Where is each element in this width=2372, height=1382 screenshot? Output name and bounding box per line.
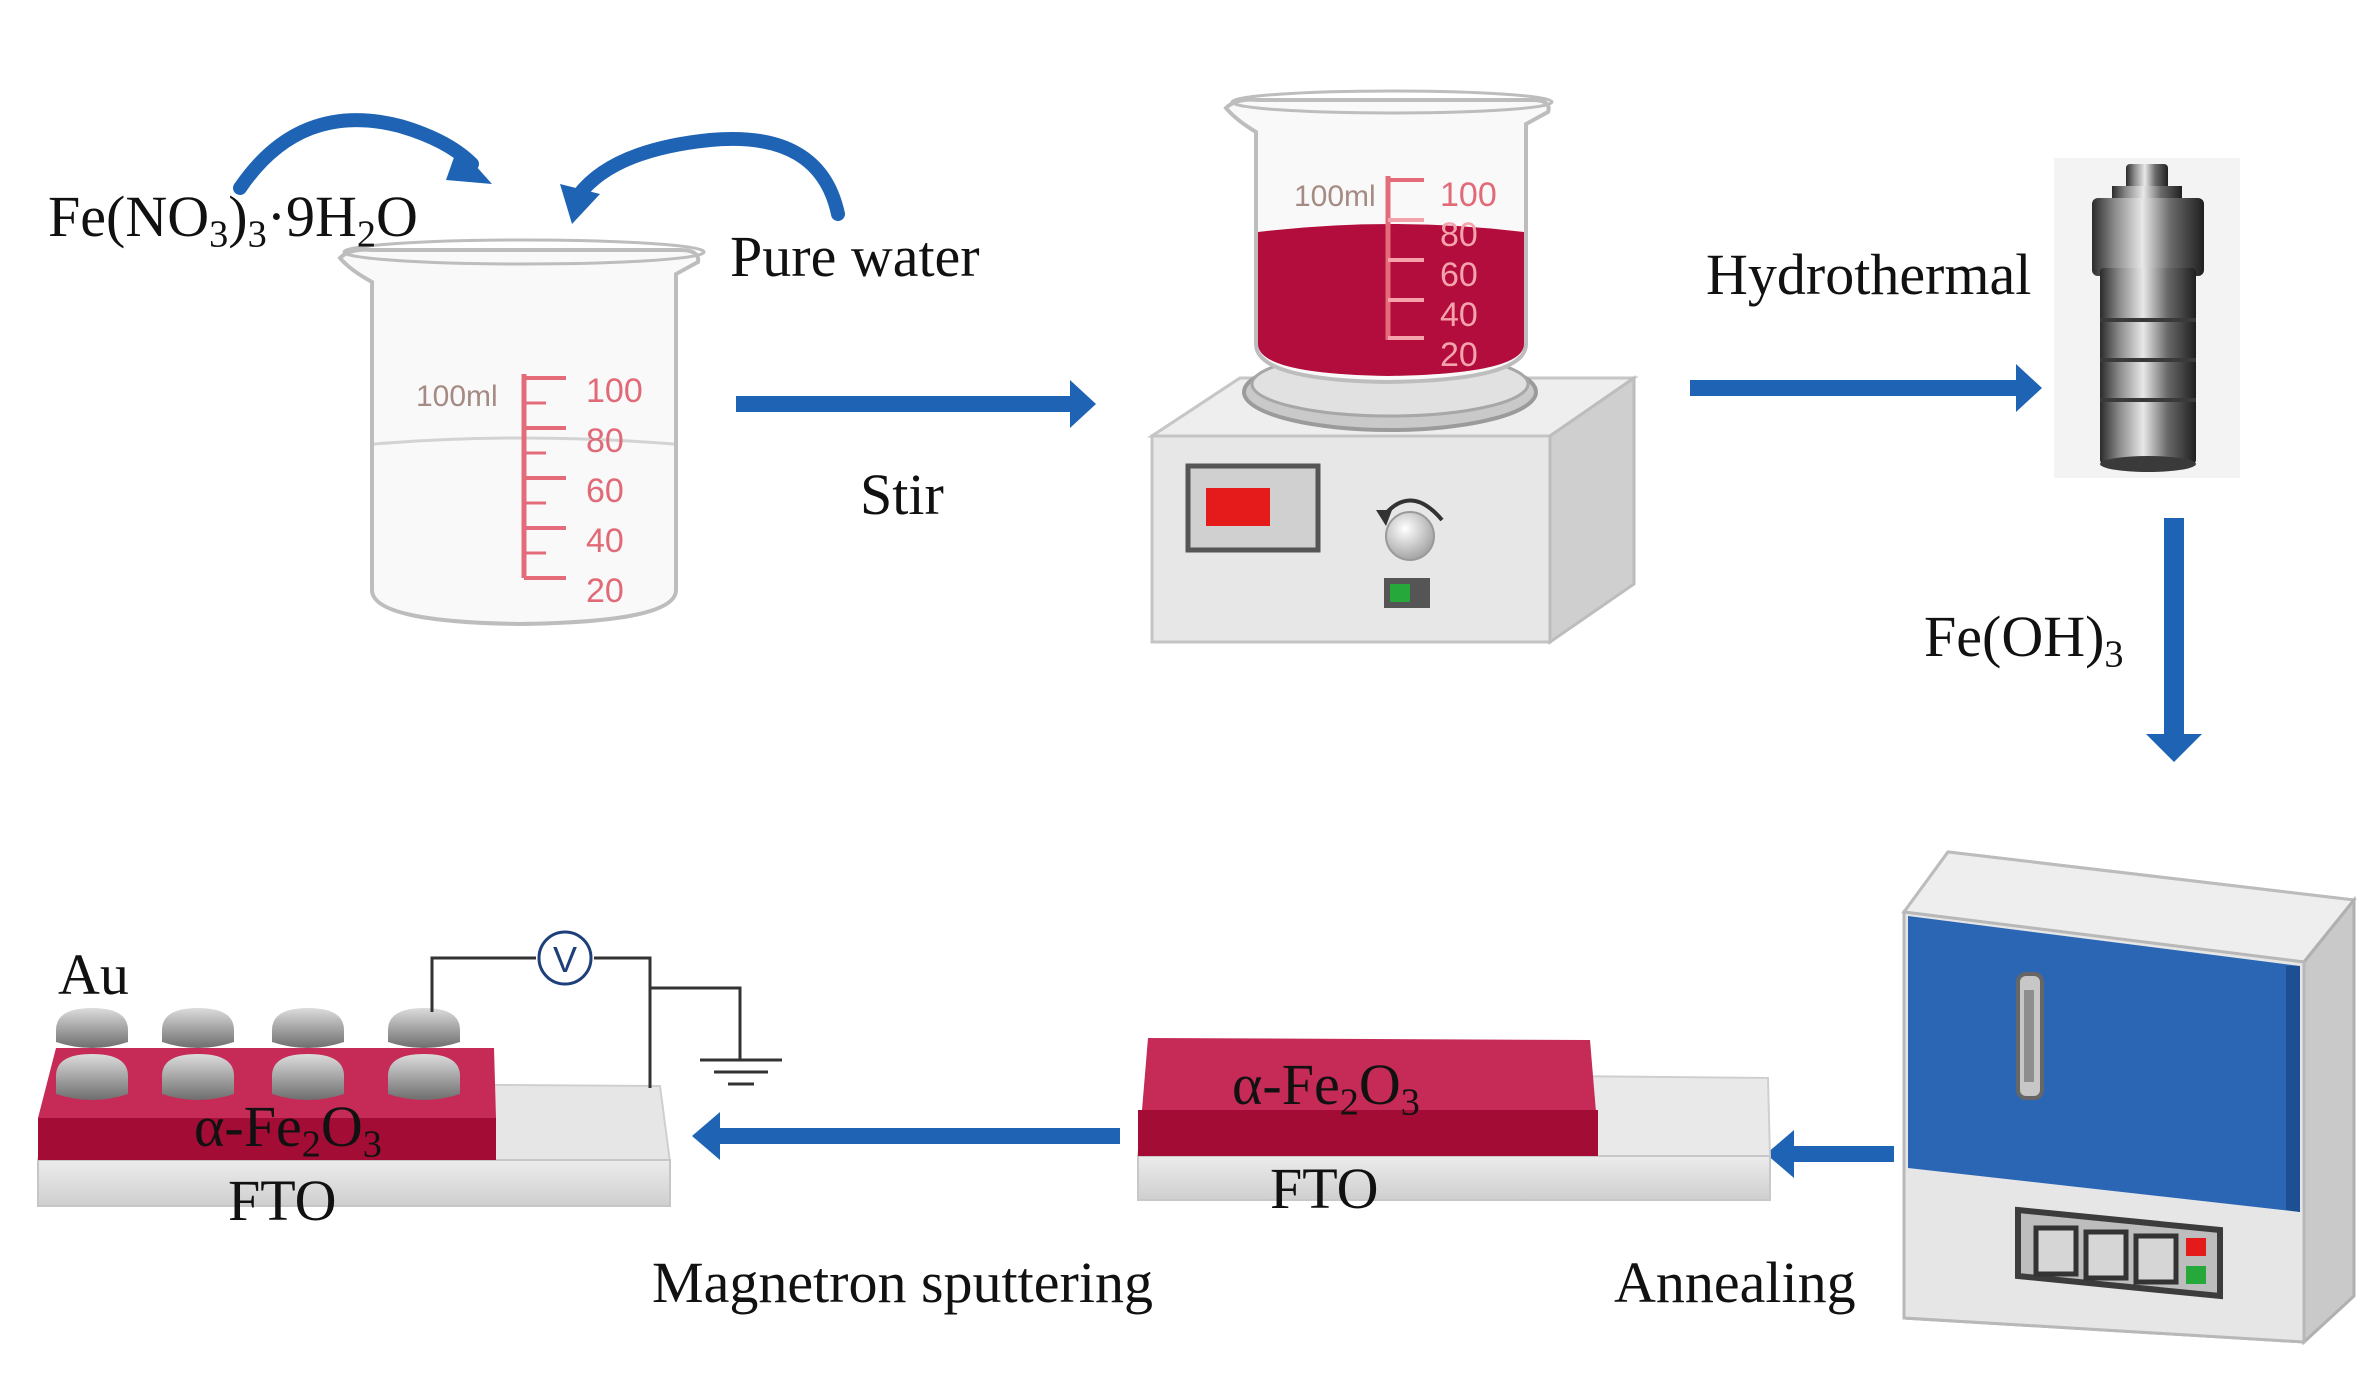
label-precursor: Fe(NO3)3·9H2O	[48, 184, 418, 256]
substrate-fto-fe2o3	[1136, 1038, 1772, 1201]
scale-80: 80	[586, 422, 624, 460]
beaker-volume-label: 100ml	[416, 380, 498, 413]
magnetic-stirrer	[1146, 350, 1639, 645]
label-hydrothermal: Hydrothermal	[1706, 242, 2032, 307]
voltmeter-label: V	[553, 939, 577, 980]
au-electrodes	[56, 1008, 460, 1100]
device-au-fe2o3-fto: V	[36, 930, 782, 1207]
label-fe2o3-middle: α-Fe2O3	[1232, 1052, 1420, 1124]
beaker-solution: 100ml 100 80 60 40 20	[1223, 89, 1554, 385]
solution-scale-60: 60	[1440, 256, 1478, 294]
scale-60: 60	[586, 472, 624, 510]
curved-arrow-precursor	[233, 113, 492, 195]
measurement-circuit: V	[430, 930, 782, 1088]
scale-100: 100	[586, 372, 643, 410]
solution-scale-100: 100	[1440, 176, 1497, 214]
label-fe2o3-device: α-Fe2O3	[194, 1094, 382, 1166]
solution-scale-80: 80	[1440, 216, 1478, 254]
voltmeter-symbol	[537, 930, 593, 986]
muffle-furnace	[1901, 850, 2357, 1346]
arrow-magnetron	[692, 1112, 1120, 1160]
solution-scale-40: 40	[1440, 296, 1478, 334]
scale-20: 20	[586, 572, 624, 610]
scale-40: 40	[586, 522, 624, 560]
autoclave-reactor	[2054, 158, 2240, 478]
arrow-stir	[736, 380, 1096, 428]
stirrer-knob	[1385, 511, 1435, 561]
label-annealing: Annealing	[1614, 1250, 1856, 1315]
beaker-scale: 100ml 100 80 60 40 20	[416, 372, 643, 610]
beaker-pure-water: 100ml 100 80 60 40 20	[337, 238, 706, 627]
label-fto-device: FTO	[228, 1168, 337, 1233]
beaker-solution-scale: 100ml 100 80 60 40 20	[1294, 176, 1497, 374]
curved-arrow-water	[560, 132, 845, 224]
label-magnetron-sputtering: Magnetron sputtering	[652, 1250, 1153, 1315]
label-feoh3: Fe(OH)3	[1924, 604, 2124, 676]
beaker-solution-volume-label: 100ml	[1294, 180, 1376, 213]
label-au: Au	[58, 942, 129, 1007]
label-fto-middle: FTO	[1270, 1156, 1379, 1221]
solution-scale-20: 20	[1440, 336, 1478, 374]
label-stir: Stir	[860, 462, 944, 527]
arrow-annealing	[1766, 1130, 1894, 1178]
arrow-down	[2146, 518, 2202, 762]
label-pure-water: Pure water	[730, 224, 980, 289]
arrow-hydrothermal	[1690, 364, 2042, 412]
